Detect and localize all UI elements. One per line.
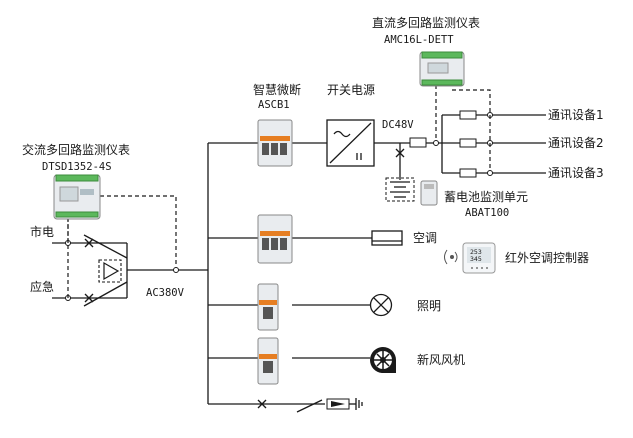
dc-meter-link-b	[452, 89, 491, 170]
battery-x-mark	[395, 148, 405, 158]
spd-arrow-icon	[331, 401, 345, 407]
dtsd-link-b	[100, 195, 177, 268]
dc-meter-name-label: 直流多回路监测仪表	[372, 15, 480, 30]
dtsd-meter-device	[53, 174, 101, 220]
controller-display-top: 253	[470, 248, 482, 256]
battery-monitor-device	[420, 180, 438, 206]
ats-triangle-icon	[103, 261, 120, 281]
dc-ct	[433, 140, 439, 146]
comm3-ct	[487, 170, 493, 176]
ats-box	[98, 259, 122, 283]
dc-voltage-label: DC48V	[382, 119, 414, 131]
battery-unit-model-label: ABAT100	[465, 207, 509, 219]
emergency-x-mark	[84, 293, 94, 303]
dtsd-name-label: 交流多回路监测仪表	[22, 142, 130, 157]
breaker-ac	[257, 214, 293, 264]
ir-controller-label: 红外空调控制器	[505, 250, 589, 265]
ir-controller-device: 253 345	[462, 242, 496, 274]
ats-blade-top	[83, 234, 128, 259]
comm1-label: 通讯设备1	[548, 108, 604, 122]
smart-breaker-main	[257, 119, 293, 167]
battery-icon	[390, 181, 410, 198]
comm1-fuse	[459, 110, 477, 120]
battery-unit-name-label: 蓄电池监测单元	[444, 190, 528, 204]
controller-display-bottom: 345	[470, 255, 482, 263]
ats-blade-bottom	[83, 281, 128, 307]
ac-unit-symbol	[371, 230, 403, 246]
emergency-label: 应急	[30, 279, 54, 294]
dtsd-model-label: DTSD1352-4S	[42, 161, 112, 173]
comm2-label: 通讯设备2	[548, 136, 604, 150]
comm3-label: 通讯设备3	[548, 166, 604, 180]
comm3-fuse	[459, 168, 477, 178]
fan-symbol	[369, 347, 396, 373]
ground-switch-blade	[296, 399, 323, 413]
mains-x-mark	[84, 238, 94, 248]
ct-main	[173, 267, 179, 273]
ground-icon	[355, 398, 363, 410]
smart-breaker-name-label: 智慧微断	[253, 82, 301, 97]
dc-meter-device	[419, 51, 465, 87]
ground-x-mark	[257, 399, 267, 409]
switch-psu-symbol	[326, 119, 375, 167]
ac-voltage-label: AC380V	[146, 287, 185, 299]
lighting-label: 照明	[417, 299, 441, 313]
mains-label: 市电	[30, 224, 54, 239]
ir-signal-icon	[444, 249, 458, 265]
dc-fuse	[409, 137, 427, 148]
lighting-symbol	[369, 293, 393, 317]
battery-box	[385, 177, 415, 202]
switch-psu-label: 开关电源	[327, 83, 375, 97]
breaker-fan	[257, 337, 279, 385]
breaker-lighting	[257, 283, 279, 331]
dc-meter-model-label: AMC16L-DETT	[384, 34, 454, 46]
comm2-fuse	[459, 138, 477, 148]
air-conditioner-label: 空调	[413, 231, 437, 245]
smart-breaker-model-label: ASCB1	[258, 99, 290, 111]
fresh-air-fan-label: 新风风机	[417, 352, 465, 367]
